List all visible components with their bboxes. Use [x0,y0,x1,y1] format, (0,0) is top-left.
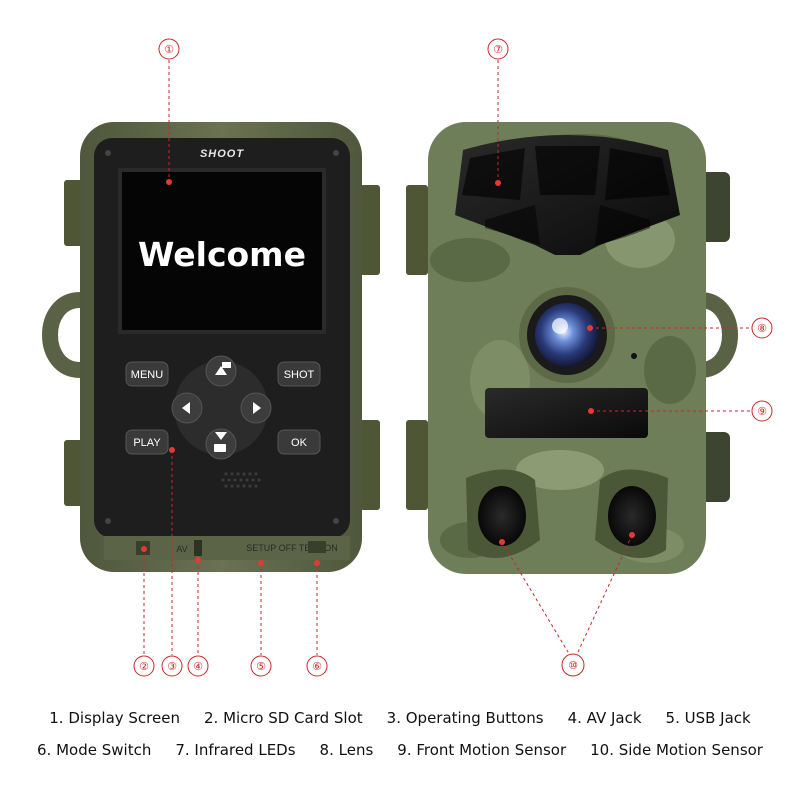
bracket-right-top [700,172,730,242]
side-motion-sensor-left [478,486,526,546]
left-arrow-icon [182,402,190,414]
led-cell [462,148,525,200]
screw [105,150,111,156]
bracket-left-top [406,185,428,275]
dpad[interactable] [171,355,272,460]
right-arrow-icon [253,402,261,414]
callouts [143,60,752,655]
strap-clip-right-bottom [360,420,380,510]
play-button[interactable]: PLAY [125,429,169,455]
callout-1: ① [158,38,180,60]
legend-item-usb-jack: 5. USB Jack [665,709,751,727]
callout-4: ④ [187,655,209,677]
legend-item-front-motion-sensor: 9. Front Motion Sensor [397,741,567,759]
legend-item-lens: 8. Lens [319,741,374,759]
legend-item-display-screen: 1. Display Screen [49,709,180,727]
light-sensor [631,353,637,359]
side-motion-sensor-right [608,486,656,546]
display-screen [122,172,322,330]
callout-markers: ① ⑦ ⑧ ⑨ ② ③ ④ ⑤ ⑥ ⑩ [133,38,773,677]
svg-text:⑦: ⑦ [493,43,503,56]
legend-row-2: 6. Mode Switch 7. Infrared LEDs 8. Lens … [0,741,800,759]
legend-item-side-motion-sensor: 10. Side Motion Sensor [590,741,763,759]
camera-front [406,122,738,574]
camera-icon [214,444,226,452]
lens-glare [552,318,568,334]
strap-clip-left-top [64,180,84,246]
callout-9: ⑨ [751,400,773,422]
legend-item-mode-switch: 6. Mode Switch [37,741,152,759]
callout-7: ⑦ [487,38,509,60]
lock-loop-right [699,292,738,378]
menu-button[interactable]: MENU [125,361,169,387]
up-arrow-icon [215,366,227,375]
led-cell [485,205,540,245]
front-motion-sensor [485,388,648,438]
mode-switch-label: SETUP OFF TEST ON [246,543,338,553]
led-cell [595,205,650,245]
svg-text:①: ① [164,43,174,56]
menu-button-label: MENU [131,369,163,381]
lock-loop [42,292,81,378]
callout-dots [141,179,635,566]
svg-text:⑨: ⑨ [757,405,767,418]
bracket-right-bottom [700,432,730,502]
screw [333,150,339,156]
brand-logo: SHOOT [200,148,244,160]
screw [105,518,111,524]
strap-clip-left-bottom [64,440,84,506]
svg-text:⑤: ⑤ [256,660,266,673]
legend-item-infrared-leds: 7. Infrared LEDs [175,741,296,759]
svg-text:②: ② [139,660,149,673]
ok-button-label: OK [291,437,308,449]
svg-text:⑩: ⑩ [568,659,578,672]
legend-item-av-jack: 4. AV Jack [567,709,642,727]
av-label: AV [176,544,187,554]
callout-3: ③ [161,655,183,677]
shot-button[interactable]: SHOT [277,361,321,387]
video-icon [222,362,231,368]
lens [535,303,599,367]
legend-item-operating-buttons: 3. Operating Buttons [386,709,544,727]
led-cell [605,148,670,200]
callout-5: ⑤ [250,655,272,677]
dpad-base [174,361,268,455]
screen-welcome-text: Welcome [138,235,306,274]
legend-item-sd-slot: 2. Micro SD Card Slot [203,709,363,727]
play-button-label: PLAY [133,437,161,449]
av-jack[interactable] [194,540,202,556]
legend-row-1: 1. Display Screen 2. Micro SD Card Slot … [0,709,800,727]
screw [333,518,339,524]
callout-8: ⑧ [751,317,773,339]
callout-6: ⑥ [306,655,328,677]
mode-switch[interactable] [308,541,326,553]
svg-text:⑧: ⑧ [757,322,767,335]
svg-text:④: ④ [193,660,203,673]
strap-clip-right-top [360,185,380,275]
ok-button[interactable]: OK [277,429,321,455]
led-cell [535,146,600,195]
down-arrow-icon [215,432,227,440]
camera-back: SHOOT Welcome MENU SHOT PLAY OK [42,122,380,572]
svg-text:⑥: ⑥ [312,660,322,673]
svg-text:③: ③ [167,660,177,673]
bracket-left-bottom [406,420,428,510]
callout-10: ⑩ [561,653,585,677]
callout-2: ② [133,655,155,677]
speaker-grill [221,472,261,488]
shot-button-label: SHOT [284,369,315,381]
